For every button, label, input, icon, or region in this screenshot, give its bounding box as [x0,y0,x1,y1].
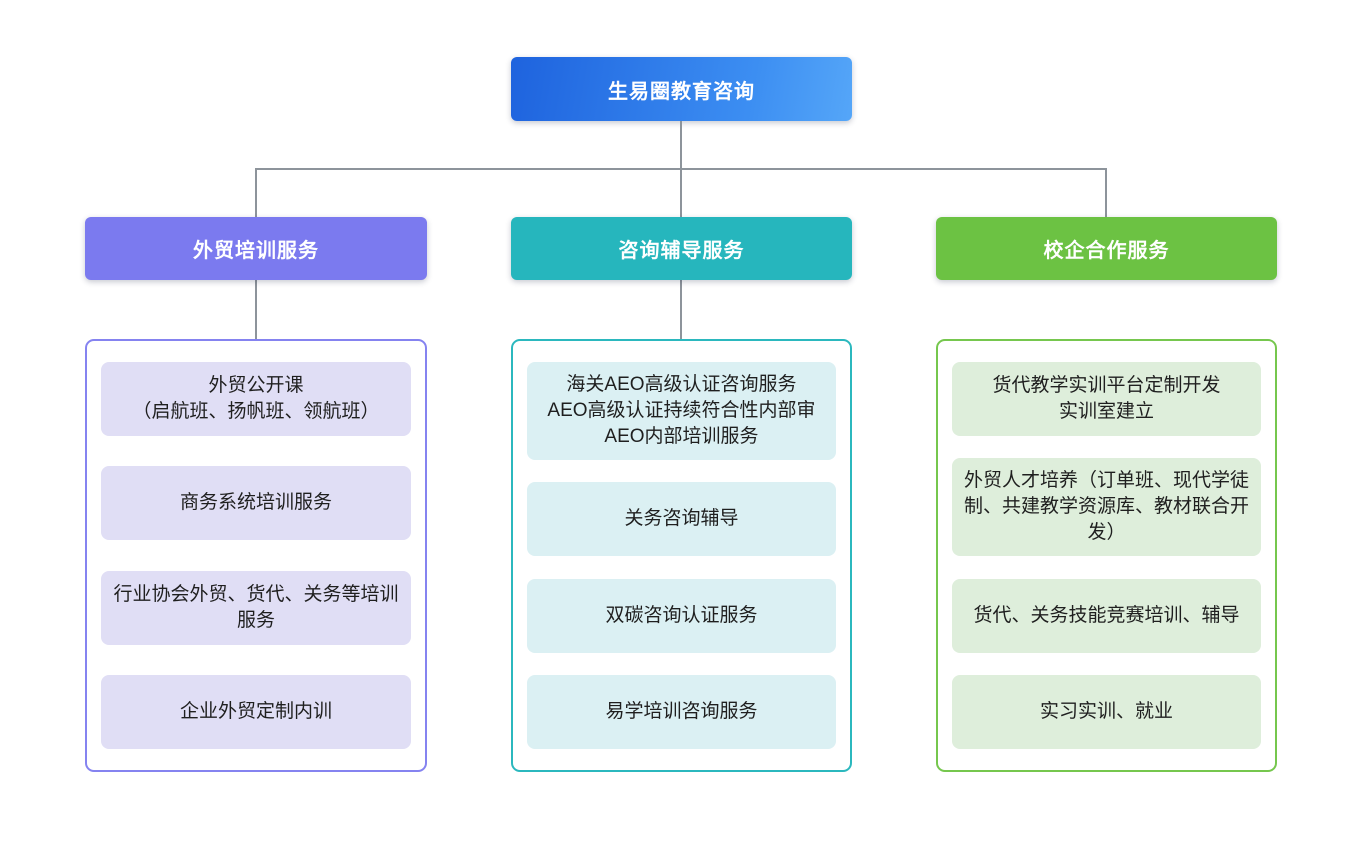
list-item[interactable]: 企业外贸定制内训 [101,674,411,749]
connector-root-stem [680,121,682,169]
list-item[interactable]: 双碳咨询认证服务 [527,578,836,653]
list-item[interactable]: 关务咨询辅导 [527,482,836,557]
connector-branch2-container [680,280,682,339]
root-node-label: 生易圈教育咨询 [608,80,755,103]
branch-header-foreign-trade-training[interactable]: 外贸培训服务 [85,217,427,280]
connector-drop-branch1 [255,168,257,217]
branch-container-consulting-coaching: 海关AEO高级认证咨询服务 AEO高级认证持续符合性内部审 AEO内部培训服务 … [511,339,852,772]
list-item[interactable]: 商务系统培训服务 [101,466,411,541]
branch-header-consulting-coaching[interactable]: 咨询辅导服务 [511,217,852,280]
list-item[interactable]: 货代、关务技能竞赛培训、辅导 [952,578,1261,653]
connector-branch1-container [255,280,257,339]
branch-container-school-enterprise: 货代教学实训平台定制开发 实训室建立 外贸人才培养（订单班、现代学徒制、共建教学… [936,339,1277,772]
list-item[interactable]: 行业协会外贸、货代、关务等培训服务 [101,570,411,645]
list-item[interactable]: 外贸人才培养（订单班、现代学徒制、共建教学资源库、教材联合开发） [952,458,1261,557]
list-item[interactable]: 外贸公开课 （启航班、扬帆班、领航班） [101,362,411,436]
connector-drop-branch3 [1105,168,1107,217]
root-node[interactable]: 生易圈教育咨询 [511,57,852,121]
list-item[interactable]: 海关AEO高级认证咨询服务 AEO高级认证持续符合性内部审 AEO内部培训服务 [527,362,836,460]
list-item[interactable]: 易学培训咨询服务 [527,674,836,749]
list-item[interactable]: 实习实训、就业 [952,674,1261,749]
branch-header-school-enterprise[interactable]: 校企合作服务 [936,217,1277,280]
branch-header-label: 外贸培训服务 [193,240,319,262]
connector-drop-branch2 [680,168,682,217]
branch-header-label: 校企合作服务 [1043,240,1170,262]
branch-header-label: 咨询辅导服务 [618,240,745,262]
list-item[interactable]: 货代教学实训平台定制开发 实训室建立 [952,362,1261,436]
branch-container-foreign-trade-training: 外贸公开课 （启航班、扬帆班、领航班） 商务系统培训服务 行业协会外贸、货代、关… [85,339,427,772]
